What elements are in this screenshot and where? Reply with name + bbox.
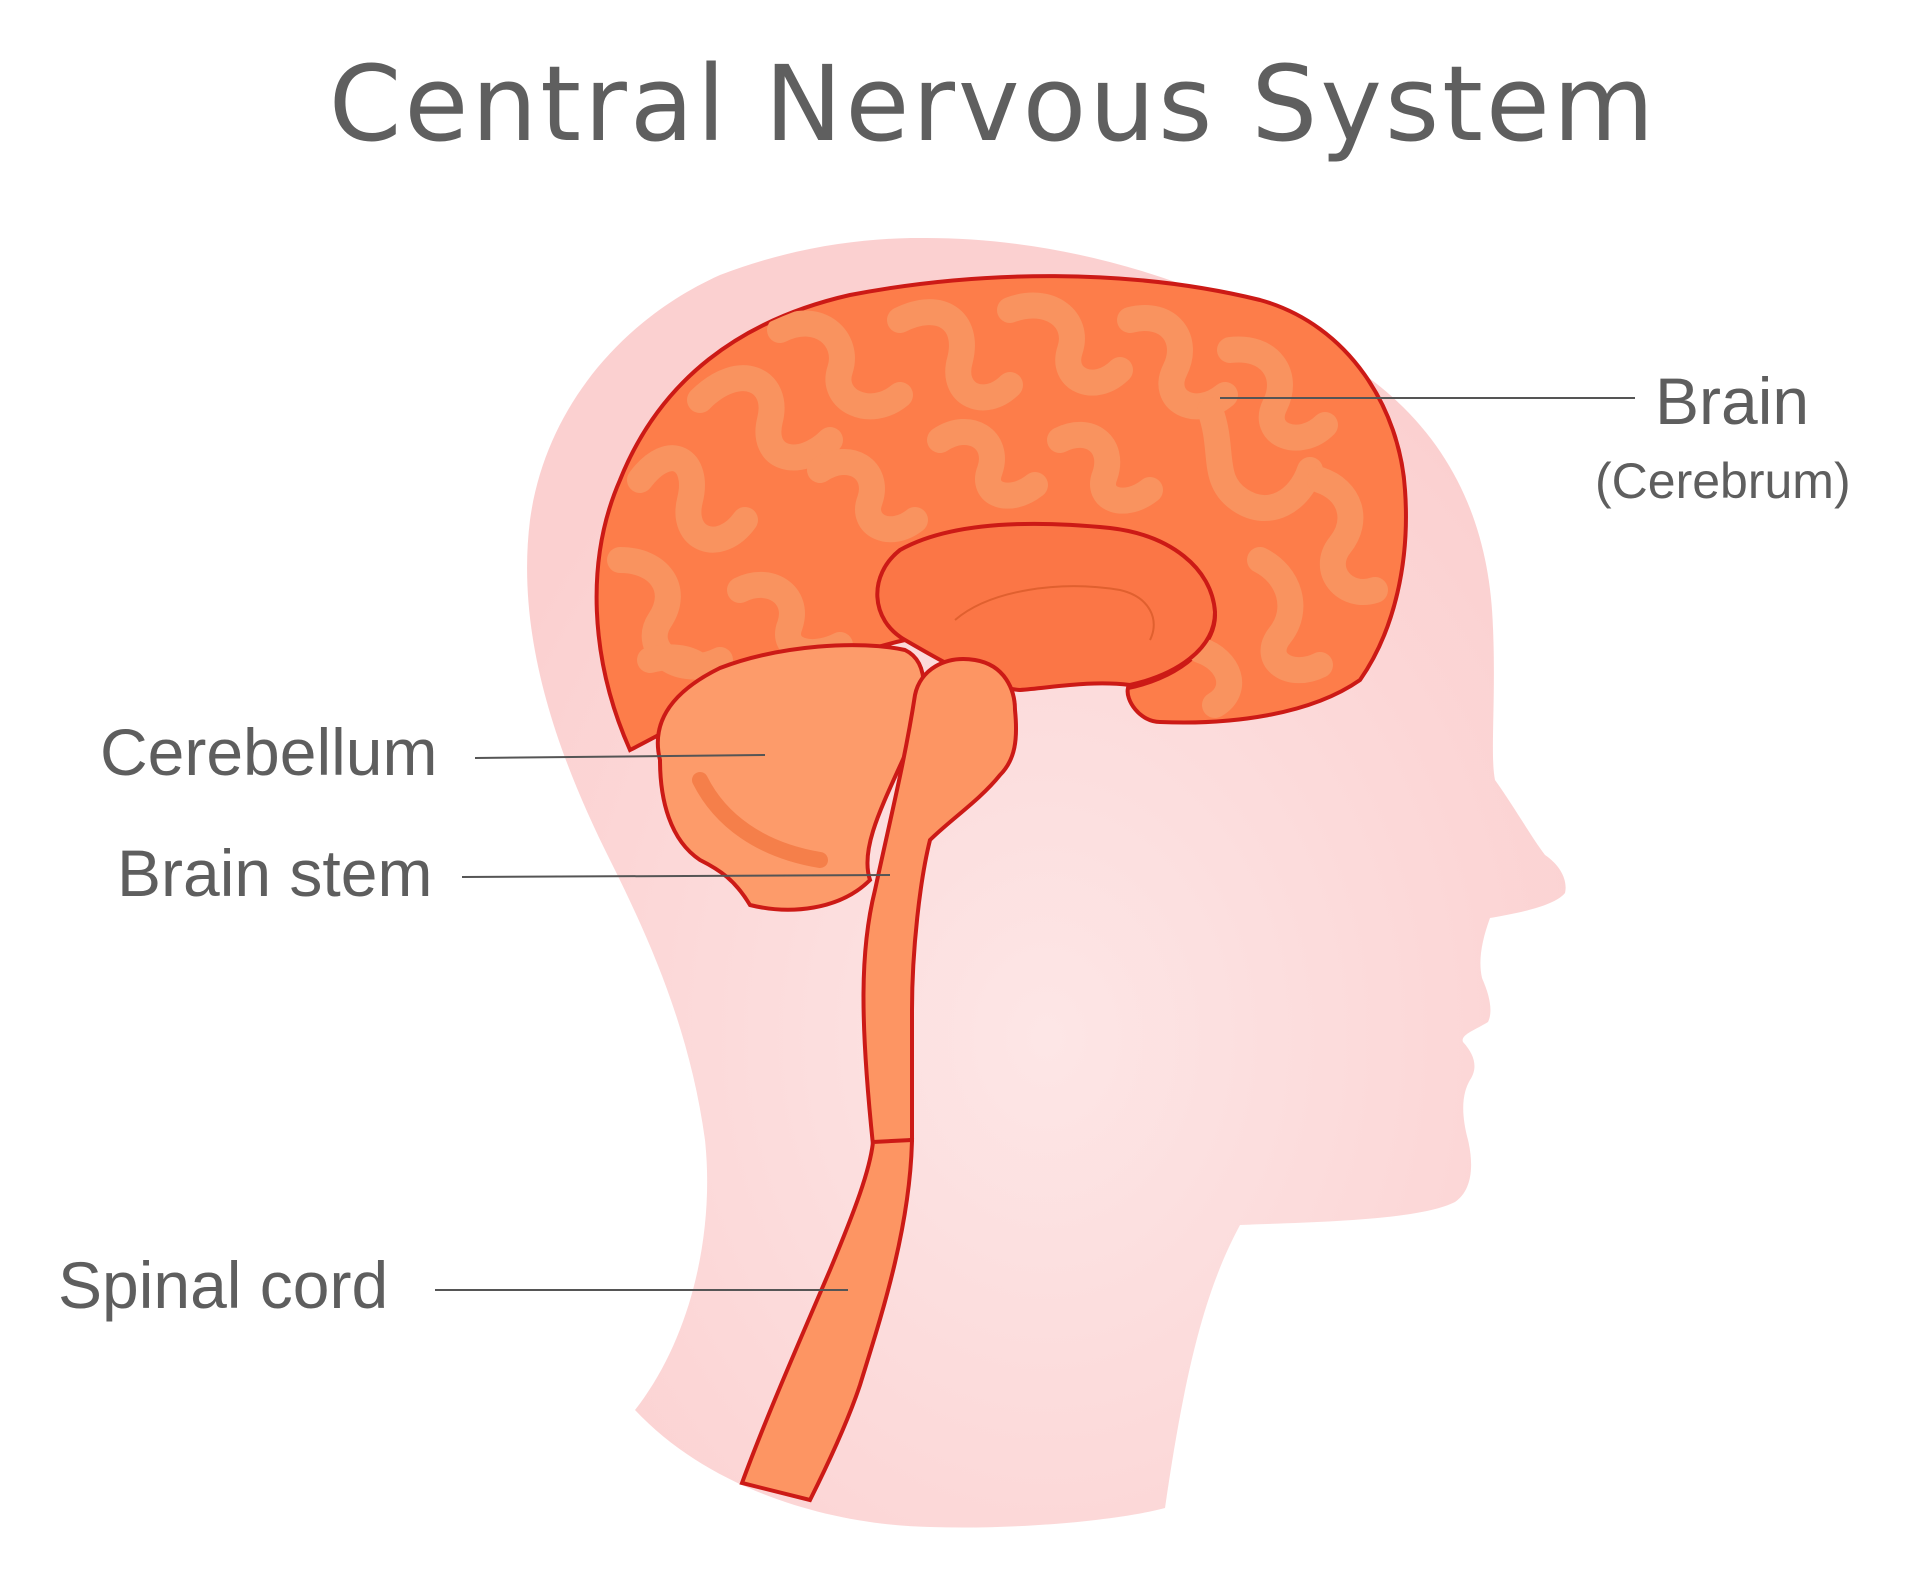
brain-stem	[861, 657, 1019, 1148]
cerebellum	[655, 643, 926, 912]
label-cerebellum: Cerebellum	[100, 715, 437, 789]
cerebrum-gyri	[607, 292, 1388, 718]
cerebellum-leader-line	[474, 754, 766, 759]
label-spinal-cord: Spinal cord	[58, 1248, 388, 1322]
spinal-cord	[739, 1137, 915, 1503]
corpus-callosum-fold	[954, 585, 1155, 641]
cerebellum-inner	[692, 772, 828, 868]
corpus-callosum	[875, 521, 1218, 693]
page-title: Central Nervous System	[329, 43, 1657, 165]
label-brain-stem: Brain stem	[117, 836, 432, 910]
label-brain-sub: (Cerebrum)	[1595, 453, 1851, 509]
brain-stem-leader-line	[461, 874, 891, 878]
label-brain: Brain	[1655, 364, 1809, 438]
cerebrum	[594, 274, 1408, 753]
